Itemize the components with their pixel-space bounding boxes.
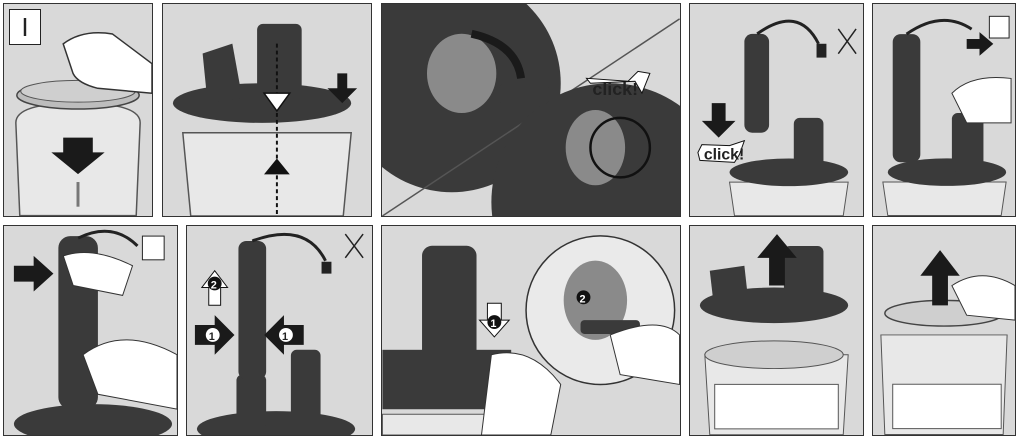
hand-icon <box>62 252 134 296</box>
lift-lid-illustration <box>699 234 849 435</box>
arrow-down-icon <box>262 92 292 113</box>
lid-illustration <box>172 23 358 216</box>
step-panel-attach-motor: click! <box>689 3 864 217</box>
arrow-right-icon <box>13 255 54 292</box>
step-number-one: 1 <box>282 331 288 343</box>
step-number-one: 1 <box>209 331 215 343</box>
section-label: I <box>9 9 41 45</box>
click-callout: click! <box>592 79 638 99</box>
step-panel-place-disc: I <box>3 3 153 217</box>
arrow-right-icon <box>470 29 526 80</box>
disc-illustration <box>15 32 152 216</box>
step-panel-release-motor: 2 1 1 <box>186 225 373 436</box>
step-panel-hold-motor <box>3 225 178 436</box>
plug-in-icon <box>141 235 165 261</box>
step-panel-lift-disc <box>872 225 1016 436</box>
arrow-up-icon <box>920 250 960 306</box>
release-motor-illustration: 2 1 1 <box>194 232 364 435</box>
hand-icon <box>62 32 152 94</box>
plug-in-illustration <box>882 15 1012 216</box>
unplug-icon <box>816 43 827 58</box>
step-panel-lock-lid: click! <box>381 3 681 217</box>
unlock-lid-illustration: 1 2 <box>382 235 680 435</box>
lift-disc-illustration <box>880 250 1015 435</box>
step-number-two: 2 <box>211 279 217 291</box>
step-number-one: 1 <box>490 318 496 330</box>
step-number-two: 2 <box>580 293 586 305</box>
step-panel-fit-lid <box>162 3 372 217</box>
step-panel-unlock-lid: 1 2 <box>381 225 681 436</box>
hand-blender-motor <box>744 33 770 133</box>
arrow-up-icon <box>264 158 290 175</box>
hand-icon <box>82 339 177 410</box>
arrow-right-icon <box>966 32 994 56</box>
unplug-icon <box>321 261 332 274</box>
hand-icon <box>480 352 562 435</box>
attach-motor-illustration: click! <box>697 19 857 216</box>
plug-in-icon <box>988 15 1010 39</box>
hand-icon <box>951 275 1015 321</box>
step-panel-plug-in <box>872 3 1016 217</box>
hand-icon <box>951 76 1012 124</box>
arrow-up-icon <box>757 234 797 286</box>
step-panel-lift-lid <box>689 225 864 436</box>
hand-icon <box>609 324 680 386</box>
click-callout: click! <box>704 146 744 163</box>
arrow-down-icon <box>701 103 736 138</box>
lock-lid-illustration: click! <box>382 4 680 216</box>
hold-motor-illustration <box>13 229 177 435</box>
arrow-down-icon <box>51 137 105 175</box>
